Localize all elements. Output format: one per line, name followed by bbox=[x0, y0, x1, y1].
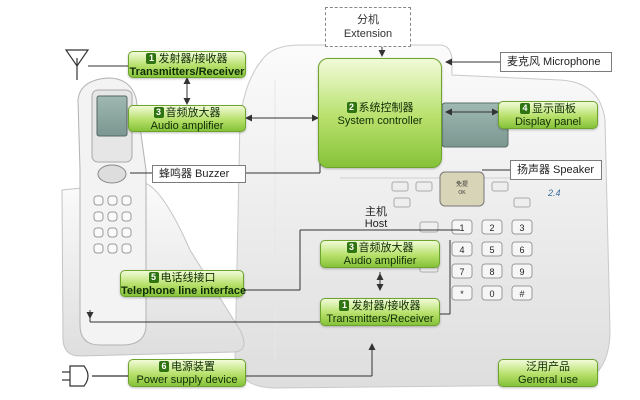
svg-text:免提: 免提 bbox=[456, 180, 468, 188]
speaker-box: 扬声器 Speaker bbox=[510, 160, 602, 180]
extension-label: 分机 Extension bbox=[325, 7, 411, 47]
host-transmitter-num: 1 bbox=[339, 300, 350, 311]
host-cn: 主机 bbox=[365, 206, 387, 218]
handset-audio-amp-en: Audio amplifier bbox=[150, 120, 224, 132]
power-supply-num: 6 bbox=[159, 361, 169, 372]
line-interface-en: Telephone line interface bbox=[121, 285, 247, 297]
svg-text:2: 2 bbox=[489, 223, 494, 233]
general-use-cn: 泛用产品 bbox=[526, 361, 570, 373]
svg-text:8: 8 bbox=[489, 267, 494, 277]
svg-text:6: 6 bbox=[519, 245, 524, 255]
svg-text:3: 3 bbox=[519, 223, 524, 233]
svg-text:4: 4 bbox=[459, 245, 464, 255]
svg-text:#: # bbox=[519, 289, 524, 299]
general-use-en: General use bbox=[518, 374, 578, 386]
speaker-label: 扬声器 Speaker bbox=[517, 164, 595, 176]
svg-text:1: 1 bbox=[459, 223, 464, 233]
antenna-icon bbox=[64, 49, 90, 80]
microphone-box: 麦克风 Microphone bbox=[500, 52, 612, 72]
svg-text:*: * bbox=[460, 289, 464, 299]
connector-lines bbox=[86, 40, 510, 377]
system-controller-cn: 系统控制器 bbox=[358, 102, 414, 114]
extension-cn: 分机 bbox=[357, 14, 379, 26]
line-interface-num: 5 bbox=[148, 272, 159, 283]
host-transmitter-en: Transmitters/Receiver bbox=[326, 313, 434, 325]
svg-text:5: 5 bbox=[489, 245, 494, 255]
display-panel-en: Display panel bbox=[514, 116, 582, 128]
svg-text:2.4: 2.4 bbox=[547, 188, 561, 198]
extension-en: Extension bbox=[343, 28, 393, 40]
handset-transmitter-cn: 发射器/接收器 bbox=[158, 53, 228, 65]
host-audio-amp-en: Audio amplifier bbox=[343, 255, 417, 267]
handset-transmitter-en: Transmitters/Receiver bbox=[129, 66, 245, 78]
power-plug-icon bbox=[62, 365, 128, 387]
line-interface-cn: 电话线接口 bbox=[160, 272, 216, 284]
handset-audio-amp-num: 3 bbox=[153, 107, 164, 118]
svg-text:7: 7 bbox=[459, 267, 464, 277]
host-audio-amp-cn: 音频放大器 bbox=[358, 242, 414, 254]
host-en: Host bbox=[364, 218, 388, 230]
power-supply-en: Power supply device bbox=[136, 374, 238, 386]
svg-text:OK: OK bbox=[458, 190, 466, 196]
host-audio-amp-num: 3 bbox=[346, 242, 357, 253]
svg-text:9: 9 bbox=[519, 267, 524, 277]
microphone-label: 麦克风 Microphone bbox=[507, 56, 601, 68]
buzzer-label: 蜂鸣器 Buzzer bbox=[159, 168, 230, 180]
power-supply-cn: 电源装置 bbox=[171, 361, 215, 373]
handset-audio-amp-cn: 音频放大器 bbox=[165, 107, 221, 119]
system-controller-en: System controller bbox=[337, 115, 423, 127]
buzzer-box: 蜂鸣器 Buzzer bbox=[152, 165, 246, 183]
general-use-box: 泛用产品 General use bbox=[498, 359, 598, 387]
display-panel-num: 4 bbox=[520, 103, 530, 114]
system-controller-num: 2 bbox=[346, 102, 357, 113]
display-panel-cn: 显示面板 bbox=[532, 103, 576, 115]
handset-transmitter-num: 1 bbox=[146, 53, 157, 64]
host-transmitter-cn: 发射器/接收器 bbox=[351, 300, 421, 312]
svg-text:0: 0 bbox=[489, 289, 494, 299]
host-label: 主机 Host bbox=[362, 206, 390, 230]
